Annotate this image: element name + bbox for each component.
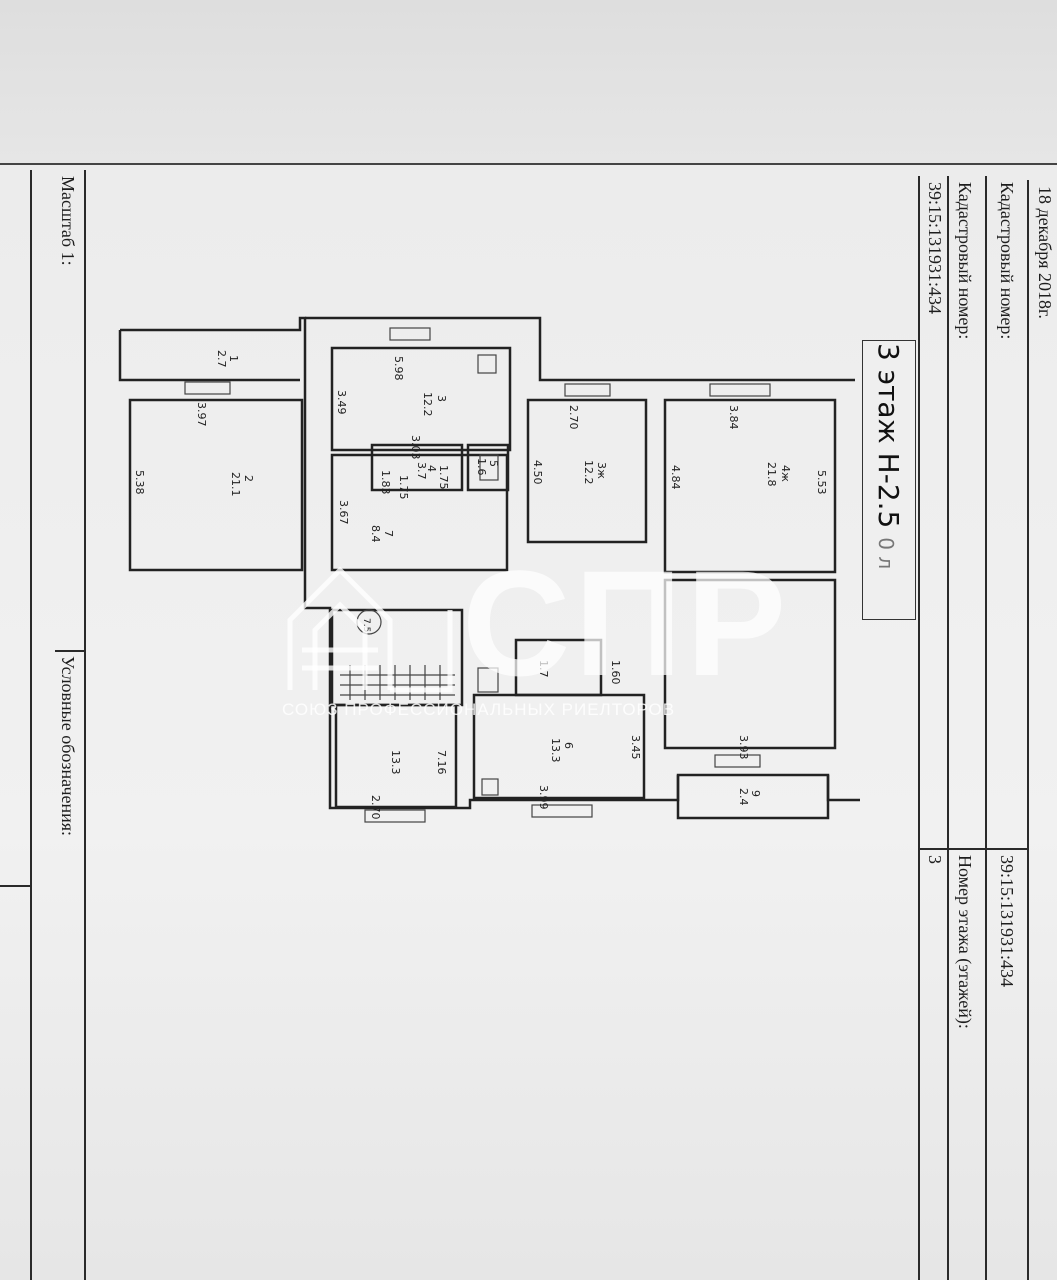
bath-mid-area: 1.7	[537, 660, 550, 678]
sheet-top-edge	[0, 163, 1057, 165]
room-3-walls	[330, 346, 512, 452]
table-surface	[0, 0, 1057, 165]
dim-label: 1.83	[379, 470, 392, 495]
balcony-top	[118, 330, 300, 382]
dim-label: 5.38	[133, 470, 146, 495]
room-2-label: 2	[242, 475, 255, 482]
room-6-area: 13.3	[549, 738, 562, 763]
dim-label: 3.93	[737, 735, 750, 760]
room-3-area: 12.2	[421, 392, 434, 417]
watermark-caption: СОЮЗ ПРОФЕССИОНАЛЬНЫХ РИЕЛТОРОВ	[282, 700, 676, 719]
dim-label: 1.60	[609, 660, 622, 685]
watermark-letters: СПР	[462, 539, 791, 707]
room-9-label: 9	[749, 790, 762, 797]
bath-mid-walls	[514, 638, 603, 697]
room-3zh-area: 12.2	[582, 460, 595, 485]
room-bl-area: 13.3	[389, 750, 402, 775]
frame-line-right-1	[918, 176, 920, 1280]
dim-label: 5.98	[392, 356, 405, 381]
room-6-label: 6	[562, 742, 575, 749]
frame-line-right-3	[985, 176, 987, 1280]
room-9-area: 2.4	[737, 788, 750, 806]
room-4zh-area: 21.8	[765, 462, 778, 487]
dim-label: 5.53	[815, 470, 828, 495]
room-5-label: 5	[487, 460, 500, 467]
stair-walls	[330, 608, 464, 707]
dim-label: 1.75	[397, 475, 410, 500]
dim-label: 2.70	[369, 795, 382, 820]
frame-line-left-bottom	[0, 885, 30, 887]
room-7-label: 7	[382, 530, 395, 537]
dim-label: 3.67	[337, 500, 350, 525]
dim-label: 3.84	[727, 405, 740, 430]
dim-label: 7.16	[435, 750, 448, 775]
balcony-bottom	[676, 775, 830, 820]
room-3-label: 3	[435, 395, 448, 402]
dim-label: 4.84	[669, 465, 682, 490]
room-5-area: 1.6	[475, 458, 488, 476]
room-1-area: 2.7	[215, 350, 228, 368]
dim-label: 3.99	[537, 785, 550, 810]
room-3zh-label: 3ж	[595, 462, 608, 479]
frame-line-left-split	[55, 650, 84, 652]
room-4-label: 4	[425, 465, 438, 472]
stair-mark: 7.5	[361, 618, 371, 632]
room-3zh-walls	[526, 398, 648, 544]
dim-label: 1.75	[437, 465, 450, 490]
frame-line-left-inner	[84, 170, 86, 1280]
watermark-logo	[287, 566, 453, 693]
frame-line-right-split	[918, 848, 1027, 850]
dim-label: 3.97	[195, 402, 208, 427]
room-4-area: 3.7	[415, 462, 428, 480]
dim-label: 3.49	[335, 390, 348, 415]
room-2-area: 21.1	[229, 472, 242, 497]
bath-4-walls	[370, 443, 464, 492]
room-1-label: 1	[227, 355, 240, 362]
room-2-walls	[128, 398, 304, 572]
dim-label: 4.50	[531, 460, 544, 485]
room-7-area: 8.4	[369, 525, 382, 543]
dim-label: 3.45	[629, 735, 642, 760]
room-4zh-label: 4ж	[779, 465, 792, 482]
dim-label: 2.70	[567, 405, 580, 430]
floor-title-box	[862, 340, 916, 620]
room-7-walls	[330, 453, 509, 572]
room-big-walls	[663, 578, 837, 750]
wc-5-walls	[466, 443, 510, 492]
frame-line-right-4	[1027, 180, 1029, 1280]
frame-line-right-2	[947, 176, 949, 1280]
dim-label: 3.03	[409, 435, 422, 460]
frame-line-left-outer	[30, 170, 32, 1280]
outer-right-wall	[305, 316, 855, 382]
room-4zh-walls	[663, 398, 837, 574]
